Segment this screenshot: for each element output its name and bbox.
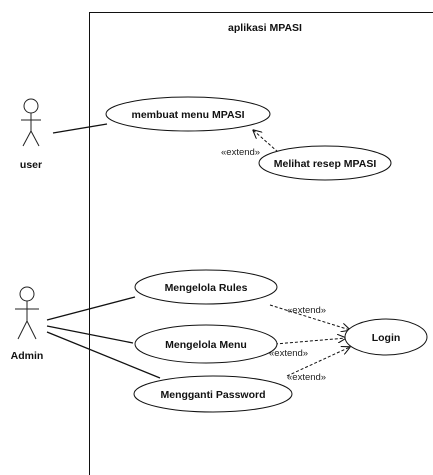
usecase-login-label: Login xyxy=(372,332,401,344)
system-title: aplikasi MPASI xyxy=(228,22,302,34)
usecase-mengelola-rules-label: Mengelola Rules xyxy=(165,282,248,294)
actor-admin[interactable]: Admin xyxy=(11,286,44,362)
actor-admin-label: Admin xyxy=(11,350,44,362)
extend-arrow-menu xyxy=(274,338,346,345)
usecase-mengganti-password[interactable]: Mengganti Password xyxy=(133,375,293,413)
usecase-mengelola-menu-label: Mengelola Menu xyxy=(165,339,247,351)
usecase-login[interactable]: Login xyxy=(344,318,428,356)
usecase-mengelola-menu[interactable]: Mengelola Menu xyxy=(134,324,278,364)
usecase-melihat-resep-mpasi-label: Melihat resep MPASI xyxy=(274,158,377,170)
extend-label-menu: «extend» xyxy=(269,348,308,359)
extend-label-password: «extend» xyxy=(287,372,326,383)
extend-label-rules: «extend» xyxy=(287,305,326,316)
usecase-melihat-resep-mpasi[interactable]: Melihat resep MPASI xyxy=(258,145,392,181)
association-admin-mengelola-menu xyxy=(46,325,134,344)
association-admin-mengelola-rules xyxy=(46,296,136,321)
usecase-membuat-menu-mpasi-label: membuat menu MPASI xyxy=(132,109,245,121)
extend-arrow-password xyxy=(286,347,350,377)
actor-user-label: user xyxy=(20,159,42,171)
association-admin-mengganti-password xyxy=(46,331,161,379)
extend-label-resep: «extend» xyxy=(221,147,260,158)
extend-arrow-rules xyxy=(269,304,350,330)
extend-arrow-resep xyxy=(253,130,279,153)
usecase-mengganti-password-label: Mengganti Password xyxy=(160,389,265,401)
usecase-membuat-menu-mpasi[interactable]: membuat menu MPASI xyxy=(105,96,271,132)
actor-user[interactable]: user xyxy=(20,98,42,171)
association-user-membuat-menu xyxy=(52,123,108,134)
usecase-mengelola-rules[interactable]: Mengelola Rules xyxy=(134,269,278,305)
